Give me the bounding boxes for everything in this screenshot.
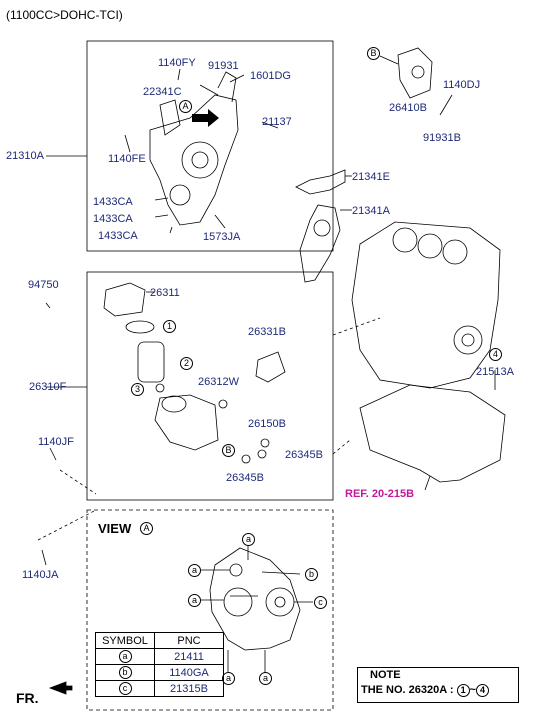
pnc-col-header: PNC xyxy=(154,632,224,649)
note-from-circle: 1 xyxy=(456,684,470,697)
oil-pan xyxy=(359,384,506,483)
label-1433ca-3[interactable]: 1433CA xyxy=(98,230,138,242)
label-1140jf[interactable]: 1140JF xyxy=(38,436,74,448)
note-title: NOTE xyxy=(370,669,401,681)
oil-filter-box xyxy=(86,271,334,501)
note-box: NOTE THE NO. 26320A : 1~4 xyxy=(357,667,519,703)
label-21310a[interactable]: 21310A xyxy=(6,150,44,162)
ref-link[interactable]: REF. 20-215B xyxy=(345,488,415,500)
pnc-21411[interactable]: 21411 xyxy=(154,648,224,665)
view-callout-a-5: a xyxy=(259,672,272,685)
symbol-c: c xyxy=(118,682,132,695)
symbol-table: SYMBOL PNC a 21411 b 1140GA c 21315B xyxy=(95,632,224,697)
callout-4: 4 xyxy=(489,348,502,361)
view-a-circle: A xyxy=(140,522,153,535)
label-26311[interactable]: 26311 xyxy=(150,287,180,299)
table-row: a 21411 xyxy=(95,648,224,665)
note-to-circle: 4 xyxy=(476,684,490,697)
label-21513a[interactable]: 21513A xyxy=(476,366,514,378)
timing-cover-box xyxy=(86,40,334,252)
label-22341c[interactable]: 22341C xyxy=(143,86,182,98)
table-row: b 1140GA xyxy=(95,664,224,681)
bracket-22341c xyxy=(159,99,181,136)
callout-a: A xyxy=(179,100,192,113)
table-row: c 21315B xyxy=(95,680,224,697)
view-callout-a-4: a xyxy=(222,672,235,685)
view-title: VIEW xyxy=(98,521,132,536)
label-1140dj[interactable]: 1140DJ xyxy=(443,79,481,91)
engine-spec-header: (1100CC>DOHC-TCI) xyxy=(6,8,123,22)
pnc-1140ga[interactable]: 1140GA xyxy=(154,664,224,681)
label-26310f[interactable]: 26310F xyxy=(29,381,67,393)
label-1433ca-1[interactable]: 1433CA xyxy=(93,196,133,208)
label-21137[interactable]: 21137 xyxy=(262,116,292,128)
label-1140ja[interactable]: 1140JA xyxy=(22,569,59,581)
view-callout-a-2: a xyxy=(242,533,255,546)
label-1433ca-2[interactable]: 1433CA xyxy=(93,213,133,225)
timing-cover-shape xyxy=(149,94,239,226)
callout-3: 3 xyxy=(131,383,144,396)
callout-b: B xyxy=(367,47,380,60)
label-26410b[interactable]: 26410B xyxy=(389,102,427,114)
label-26312w[interactable]: 26312W xyxy=(198,376,239,388)
symbol-col-header: SYMBOL xyxy=(95,632,155,649)
callout-b-2: B xyxy=(222,444,235,457)
label-26150b[interactable]: 26150B xyxy=(248,418,286,430)
label-1140fy[interactable]: 1140FY xyxy=(158,57,196,69)
symbol-b: b xyxy=(118,666,132,679)
filter-housing xyxy=(154,394,219,451)
filter-cap-26311 xyxy=(103,282,146,317)
view-box xyxy=(86,509,334,711)
note-body: THE NO. 26320A : 1~4 xyxy=(361,684,490,697)
view-callout-b: b xyxy=(305,568,318,581)
gasket-21341a xyxy=(299,204,341,283)
callout-2: 2 xyxy=(180,357,193,370)
label-21341a[interactable]: 21341A xyxy=(352,205,390,217)
view-callout-a-3: a xyxy=(188,594,201,607)
label-1601dg[interactable]: 1601DG xyxy=(250,70,291,82)
label-91931[interactable]: 91931 xyxy=(208,60,239,72)
pnc-21315b[interactable]: 21315B xyxy=(154,680,224,697)
label-94750[interactable]: 94750 xyxy=(28,279,59,291)
label-26345b-2[interactable]: 26345B xyxy=(226,472,264,484)
label-21341e[interactable]: 21341E xyxy=(352,171,390,183)
front-direction-label: FR. xyxy=(16,690,39,706)
view-callout-a-1: a xyxy=(188,564,201,577)
arrow-icon xyxy=(192,109,219,127)
label-1140fe[interactable]: 1140FE xyxy=(108,153,146,165)
label-26345b-1[interactable]: 26345B xyxy=(285,449,323,461)
label-91931b[interactable]: 91931B xyxy=(423,132,461,144)
view-a-cover xyxy=(209,547,301,651)
label-26331b[interactable]: 26331B xyxy=(248,326,286,338)
label-1573ja[interactable]: 1573JA xyxy=(203,231,241,243)
engine-block xyxy=(351,221,501,389)
view-callout-c: c xyxy=(314,596,327,609)
symbol-a: a xyxy=(118,650,132,663)
callout-1: 1 xyxy=(163,320,176,333)
